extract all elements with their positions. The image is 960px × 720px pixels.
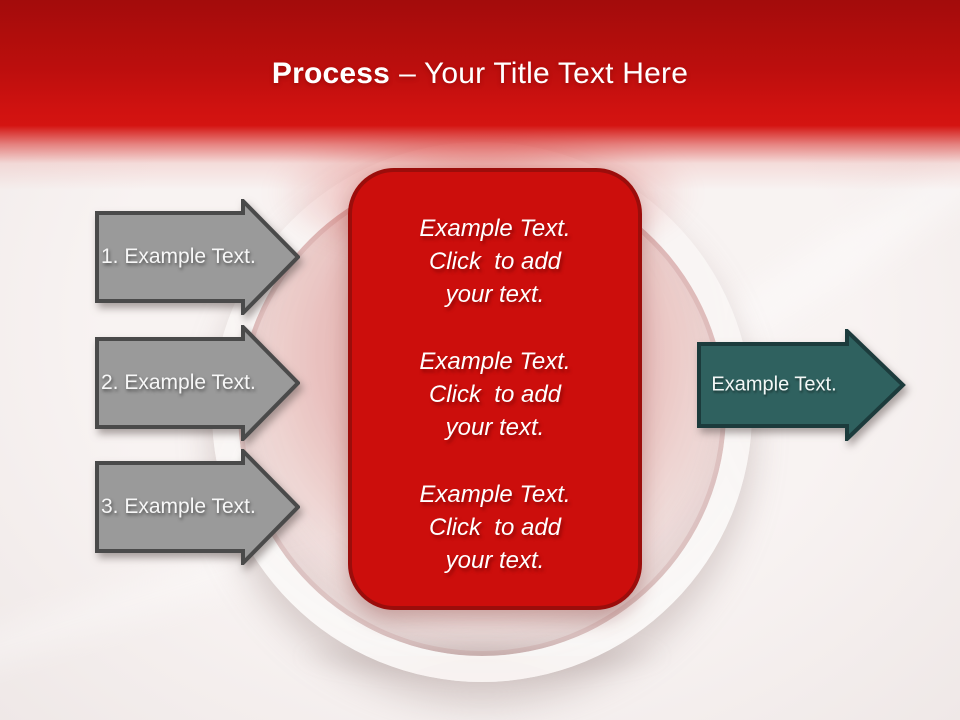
right-arrow-shape-icon: [95, 325, 300, 441]
center-panel-content: Example Text. Click to add your text. Ex…: [352, 172, 638, 577]
placeholder-line: Click to add: [428, 248, 562, 275]
title-rest-part: – Your Title Text Here: [399, 57, 689, 90]
result-arrow-label[interactable]: Example Text.: [711, 373, 837, 396]
title-bold-part: Process: [271, 57, 391, 90]
placeholder-line: Click to add: [428, 514, 562, 541]
process-step-arrow-2[interactable]: 2. Example Text.: [95, 325, 300, 441]
process-step-arrow-1[interactable]: 1. Example Text.: [95, 199, 300, 315]
placeholder-line: Example Text.: [419, 348, 571, 375]
header-band: [0, 0, 960, 190]
text-placeholder-3[interactable]: Example Text. Click to add your text.: [419, 478, 570, 577]
placeholder-line: your text.: [445, 547, 545, 574]
placeholder-line: Example Text.: [419, 481, 571, 508]
process-step-arrow-3[interactable]: 3. Example Text.: [95, 449, 300, 565]
right-arrow-shape-icon: [95, 449, 300, 565]
step-3-label[interactable]: 3. Example Text.: [101, 495, 256, 518]
placeholder-line: Click to add: [428, 381, 562, 408]
placeholder-line: Example Text.: [419, 215, 571, 242]
placeholder-line: your text.: [445, 281, 545, 308]
placeholder-line: your text.: [445, 414, 545, 441]
step-2-label[interactable]: 2. Example Text.: [101, 371, 256, 394]
right-arrow-shape-icon: [95, 199, 300, 315]
center-text-panel[interactable]: Example Text. Click to add your text. Ex…: [348, 168, 642, 610]
right-arrow-shape-icon: [697, 329, 906, 441]
text-placeholder-1[interactable]: Example Text. Click to add your text.: [419, 212, 570, 311]
text-placeholder-2[interactable]: Example Text. Click to add your text.: [419, 345, 570, 444]
step-1-label[interactable]: 1. Example Text.: [101, 245, 256, 268]
slide-title: Process– Your Title Text Here: [0, 56, 960, 92]
result-arrow[interactable]: Example Text.: [697, 329, 907, 441]
